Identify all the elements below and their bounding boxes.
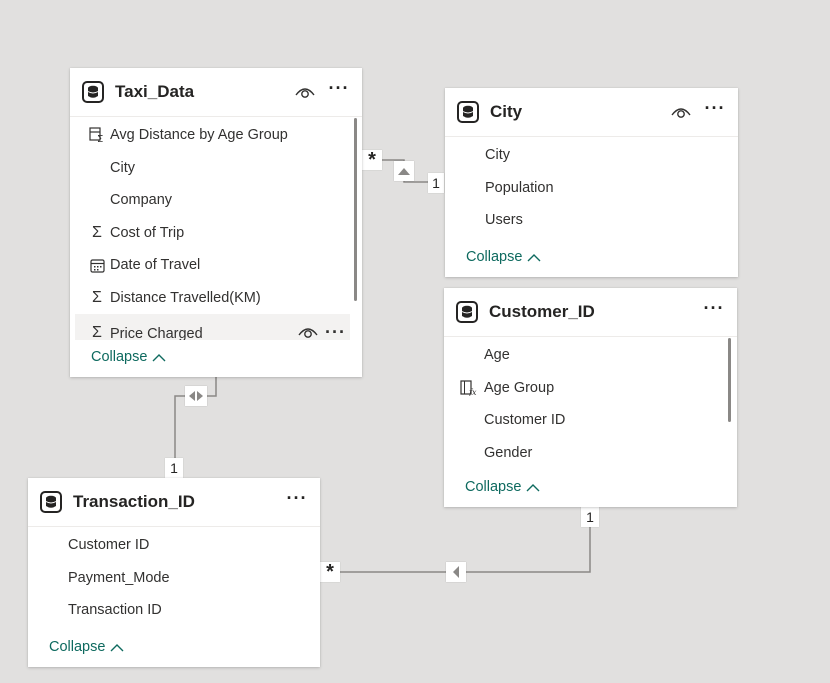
field-name: Age Group <box>484 379 555 396</box>
field-row[interactable]: Company <box>70 184 362 217</box>
field-name: City <box>110 159 135 176</box>
collapse-label: Collapse <box>91 349 148 365</box>
relationship-line-customer-transaction <box>320 507 591 573</box>
cardinality-many-badge: * <box>362 149 382 171</box>
field-row[interactable]: Σ Cost of Trip <box>70 217 362 250</box>
field-row[interactable]: Payment_Mode <box>28 562 320 595</box>
collapse-label: Collapse <box>465 479 522 495</box>
more-options-icon[interactable]: ··· <box>328 78 350 98</box>
table-card-header[interactable]: Transaction_ID ··· <box>28 478 320 527</box>
field-name: Population <box>485 179 554 196</box>
table-card-customer-id[interactable]: Customer_ID ··· Age fx Age Group Custome… <box>444 288 737 507</box>
field-name: Gender <box>484 444 533 461</box>
table-title: City <box>490 102 523 121</box>
database-icon <box>82 81 104 103</box>
sigma-icon: Σ <box>92 223 102 241</box>
database-icon <box>456 301 478 323</box>
eye-icon[interactable] <box>294 81 316 103</box>
field-name: Distance Travelled(KM) <box>110 289 261 306</box>
chevron-up-icon <box>526 483 540 491</box>
field-name: Transaction ID <box>68 602 162 619</box>
field-name: Date of Travel <box>110 257 201 274</box>
measure-table-icon: Σ <box>88 126 106 144</box>
table-card-taxi-data[interactable]: Taxi_Data ··· Σ Avg Distance by Age Grou… <box>70 68 362 377</box>
collapse-label: Collapse <box>466 249 523 265</box>
chevron-up-icon <box>110 643 124 651</box>
table-card-header[interactable]: Taxi_Data ··· <box>70 68 362 117</box>
chevron-up-icon <box>152 353 166 361</box>
filter-direction-up-icon[interactable] <box>394 161 414 181</box>
table-title: Customer_ID <box>489 302 595 321</box>
field-row[interactable]: fx Age Group <box>444 372 737 405</box>
database-icon <box>40 491 62 513</box>
field-list: Σ Avg Distance by Age Group City Company… <box>70 117 362 340</box>
field-row[interactable]: Age <box>444 339 737 372</box>
field-name: Price Charged <box>110 326 203 340</box>
field-list: Customer ID Payment_Mode Transaction ID <box>28 527 320 627</box>
cardinality-one-badge: 1 <box>581 507 599 527</box>
field-name: Payment_Mode <box>68 569 170 586</box>
field-row-hovered[interactable]: Σ Price Charged ··· <box>75 314 350 340</box>
field-name: Customer ID <box>68 537 150 554</box>
eye-icon[interactable] <box>298 325 318 340</box>
more-options-icon[interactable]: ··· <box>286 488 308 508</box>
field-name: Company <box>110 192 173 209</box>
field-name: Age <box>484 347 510 364</box>
field-row[interactable]: Date of Travel <box>70 249 362 282</box>
field-row[interactable]: Transaction ID <box>28 594 320 627</box>
field-name: City <box>485 147 510 164</box>
svg-text:fx: fx <box>468 388 477 396</box>
scrollbar[interactable] <box>354 118 357 301</box>
table-card-header[interactable]: Customer_ID ··· <box>444 288 737 337</box>
more-options-icon[interactable]: ··· <box>703 298 725 318</box>
field-row[interactable]: Customer ID <box>444 404 737 437</box>
calendar-icon <box>88 256 106 274</box>
field-list: City Population Users <box>445 137 738 237</box>
more-options-icon[interactable]: ··· <box>704 98 726 118</box>
sigma-icon: Σ <box>92 324 102 340</box>
field-row[interactable]: Customer ID <box>28 529 320 562</box>
field-name: Cost of Trip <box>110 224 185 241</box>
field-name: Users <box>485 212 523 229</box>
table-title: Transaction_ID <box>73 492 195 511</box>
eye-icon[interactable] <box>670 101 692 123</box>
collapse-button[interactable]: Collapse <box>91 349 166 365</box>
collapse-button[interactable]: Collapse <box>465 479 540 495</box>
chevron-up-icon <box>527 253 541 261</box>
field-name: Customer ID <box>484 412 566 429</box>
table-card-header[interactable]: City ··· <box>445 88 738 137</box>
more-options-icon[interactable]: ··· <box>325 322 346 340</box>
calculated-column-icon: fx <box>460 379 478 397</box>
field-row[interactable]: Users <box>445 204 738 237</box>
field-row[interactable]: City <box>70 152 362 185</box>
cardinality-one-badge: 1 <box>428 173 444 193</box>
database-icon <box>457 101 479 123</box>
field-row[interactable]: Σ Distance Travelled(KM) <box>70 282 362 315</box>
svg-text:Σ: Σ <box>97 134 103 143</box>
filter-direction-left-icon[interactable] <box>446 562 466 582</box>
table-title: Taxi_Data <box>115 82 195 101</box>
collapse-button[interactable]: Collapse <box>49 639 124 655</box>
scrollbar[interactable] <box>728 338 731 422</box>
sigma-icon: Σ <box>92 288 102 306</box>
collapse-button[interactable]: Collapse <box>466 249 541 265</box>
table-card-transaction-id[interactable]: Transaction_ID ··· Customer ID Payment_M… <box>28 478 320 667</box>
field-row[interactable]: City <box>445 139 738 172</box>
field-row[interactable]: Σ Avg Distance by Age Group <box>70 119 362 152</box>
table-card-city[interactable]: City ··· City Population Users Collapse <box>445 88 738 277</box>
field-row[interactable]: Population <box>445 172 738 205</box>
collapse-label: Collapse <box>49 639 106 655</box>
field-row[interactable]: Gender <box>444 437 737 470</box>
filter-direction-both-icon[interactable] <box>185 386 207 406</box>
field-list: Age fx Age Group Customer ID Gender <box>444 337 737 469</box>
cardinality-one-badge: 1 <box>165 458 183 478</box>
cardinality-many-badge: * <box>320 561 340 583</box>
field-name: Avg Distance by Age Group <box>110 127 288 144</box>
